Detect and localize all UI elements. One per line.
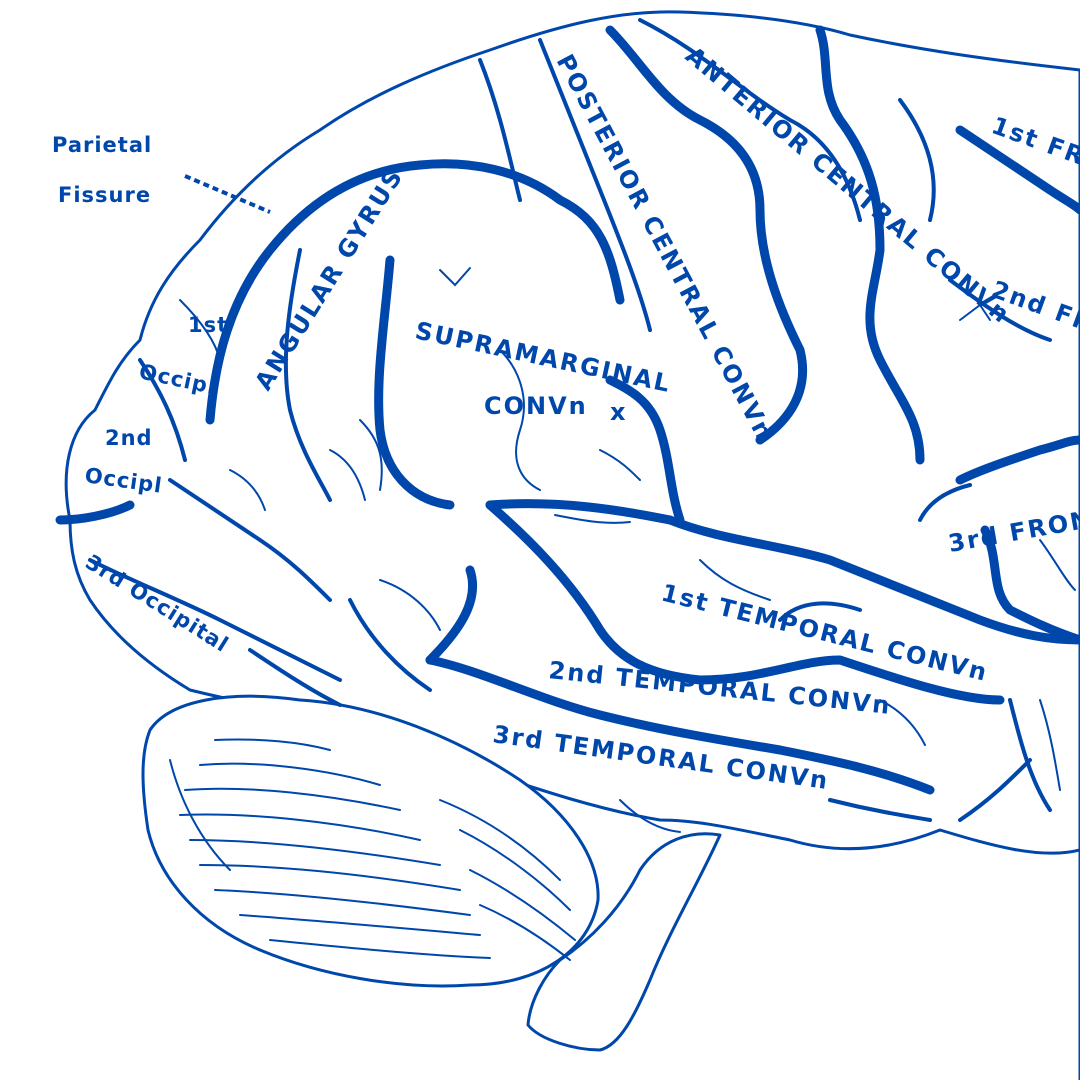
fine-sulci (179, 267, 1076, 833)
second-occipital-num: 2nd (105, 426, 153, 450)
first-occipital-num: 1st (188, 313, 228, 337)
parietal-fissure-pointer (184, 174, 271, 214)
parietal-fissure-label-2: Fissure (58, 183, 151, 207)
marker-x: x (610, 398, 627, 426)
minor-sulci (88, 18, 1052, 822)
parietal-fissure-label-1: Parietal (52, 133, 152, 157)
supramarginal-conv-label: CONVn (484, 392, 588, 420)
major-sulci (55, 25, 1080, 795)
brainstem-outline (526, 832, 722, 1052)
cerebellum-folia (169, 738, 576, 961)
